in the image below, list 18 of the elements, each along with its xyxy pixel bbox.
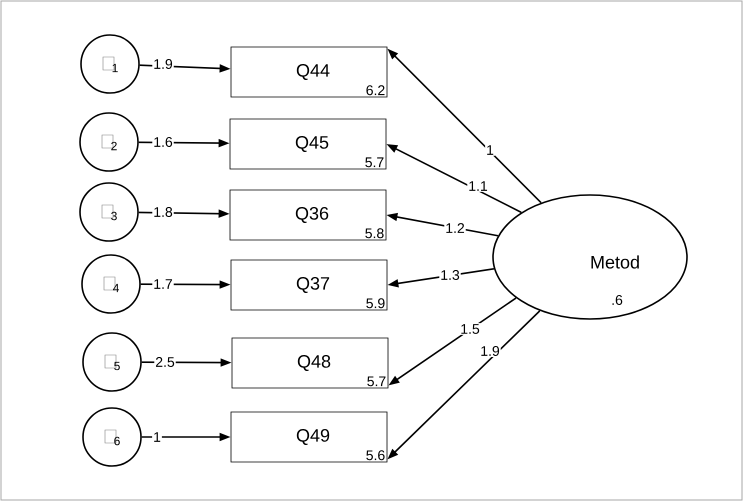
edge-label: 1 (485, 144, 495, 156)
variable-box: Q48 5.7 (232, 338, 388, 388)
edge-label: 1 (152, 431, 162, 443)
edge-label: 1.6 (152, 136, 174, 148)
edge-label: 1.3 (439, 269, 461, 281)
variable-box: Q36 5.8 (230, 190, 386, 240)
edge-label: 1.5 (459, 323, 481, 335)
edge-label: 2.5 (154, 356, 176, 368)
variable-box: Q49 5.6 (230, 412, 388, 462)
edge-label: 1.9 (479, 345, 501, 357)
edge-label: 1.2 (444, 222, 466, 234)
variable-box: Q37 5.9 (230, 260, 388, 310)
variable-box: Q44 6.2 (230, 46, 388, 98)
edge-label: 1.1 (467, 180, 489, 192)
edge-label: 1.9 (152, 58, 174, 70)
edge-label: 1.7 (152, 278, 174, 290)
edge-label: 1.8 (152, 206, 174, 218)
variable-box: Q45 5.7 (230, 118, 386, 170)
